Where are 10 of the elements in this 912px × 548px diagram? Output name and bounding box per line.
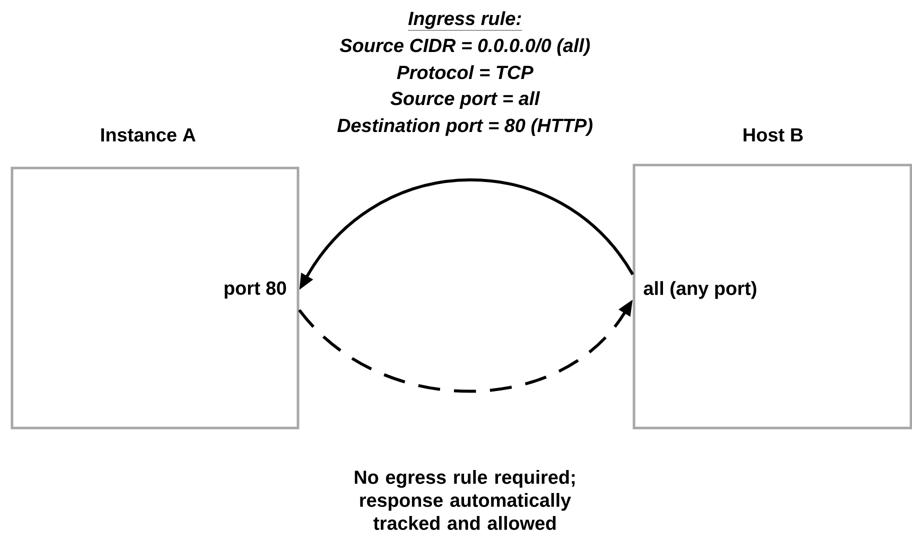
note-text: No egress rule required; response automatically tracked and allowed	[354, 470, 575, 530]
rule-text: Protocol = TCP	[396, 65, 534, 80]
rule-text: Source port = all	[390, 91, 540, 109]
rule-text: Ingress rule:	[408, 11, 522, 31]
rule-text: Source CIDR = 0.0.0.0/0 (all)	[340, 38, 590, 56]
box-title: Instance A	[101, 128, 196, 142]
port-label: all (any port)	[644, 281, 756, 299]
rule-text: Destination port = 80 (HTTP)	[337, 118, 592, 136]
box-title: Host B	[744, 128, 803, 142]
port-label: port 80	[224, 281, 286, 299]
